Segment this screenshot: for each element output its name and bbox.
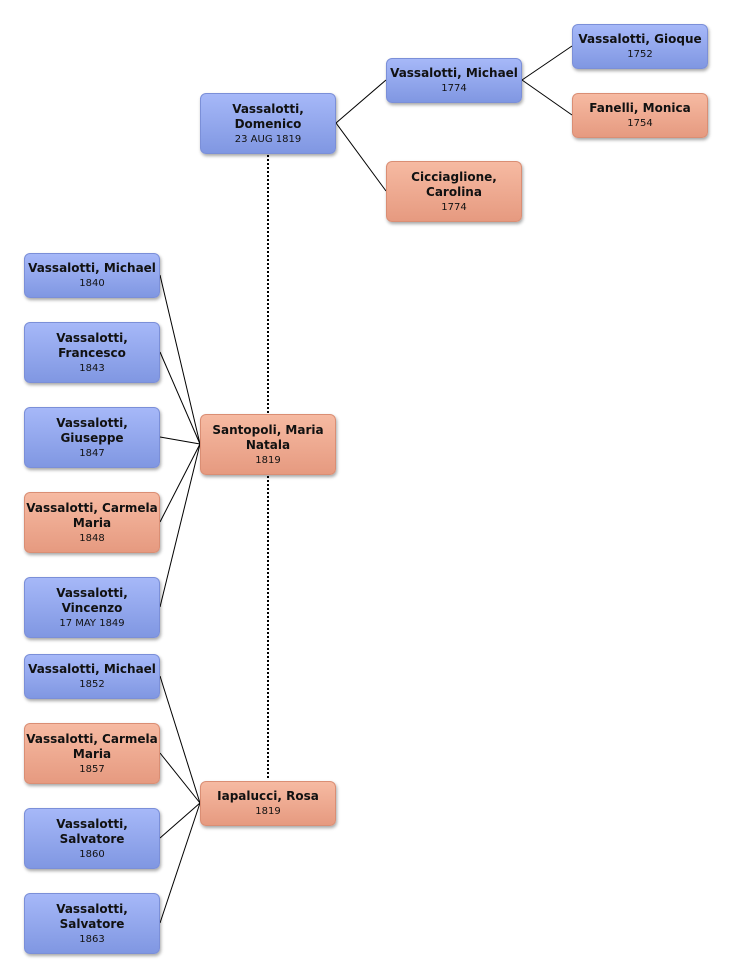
person-card-gioque[interactable]: Vassalotti, Gioque 1752 <box>572 24 708 69</box>
person-name: Vassalotti, Vincenzo <box>56 585 128 615</box>
person-date: 1843 <box>79 362 105 374</box>
person-name: Vassalotti, Salvatore <box>56 816 128 846</box>
person-date: 1752 <box>627 49 653 60</box>
person-card-giuseppe[interactable]: Vassalotti, Giuseppe 1847 <box>24 407 160 468</box>
person-date: 1848 <box>79 532 105 544</box>
person-name: Cicciaglione, Carolina <box>411 169 497 199</box>
person-name: Vassalotti, Michael <box>28 662 156 676</box>
person-name: Vassalotti, Gioque <box>578 32 702 46</box>
connector-child-michael-1840 <box>159 274 201 445</box>
person-date: 1863 <box>79 933 105 945</box>
person-card-francesco[interactable]: Vassalotti, Francesco 1843 <box>24 322 160 383</box>
person-date: 1819 <box>255 454 281 466</box>
person-name: Vassalotti, Giuseppe <box>56 415 128 445</box>
person-date: 1852 <box>79 679 105 690</box>
person-date: 1774 <box>441 83 467 94</box>
person-card-michael-1840[interactable]: Vassalotti, Michael 1840 <box>24 253 160 298</box>
person-card-carmela-1848[interactable]: Vassalotti, Carmela Maria 1848 <box>24 492 160 553</box>
person-date: 1860 <box>79 848 105 860</box>
person-date: 1847 <box>79 447 105 459</box>
person-date: 1840 <box>79 278 105 289</box>
connector-michael-mother <box>521 79 573 116</box>
connector-child-francesco <box>159 351 201 445</box>
person-card-maria-natala[interactable]: Santopoli, Maria Natala 1819 <box>200 414 336 475</box>
connector-child-carmela-1857 <box>159 752 201 804</box>
person-card-rosa[interactable]: Iapalucci, Rosa 1819 <box>200 781 336 826</box>
person-card-carolina[interactable]: Cicciaglione, Carolina 1774 <box>386 161 522 222</box>
person-name: Vassalotti, Carmela Maria <box>26 731 158 761</box>
connector-child-vincenzo <box>159 443 201 608</box>
person-card-monica[interactable]: Fanelli, Monica 1754 <box>572 93 708 138</box>
person-card-salvatore-1860[interactable]: Vassalotti, Salvatore 1860 <box>24 808 160 869</box>
person-card-michael-1774[interactable]: Vassalotti, Michael 1774 <box>386 58 522 103</box>
person-card-carmela-1857[interactable]: Vassalotti, Carmela Maria 1857 <box>24 723 160 784</box>
person-date: 1754 <box>627 118 653 129</box>
person-date: 1857 <box>79 763 105 775</box>
person-date: 23 AUG 1819 <box>234 133 302 145</box>
person-name: Iapalucci, Rosa <box>217 789 319 803</box>
person-name: Vassalotti, Domenico <box>232 101 304 131</box>
person-name: Vassalotti, Francesco <box>56 330 128 360</box>
person-name: Fanelli, Monica <box>589 101 691 115</box>
person-name: Santopoli, Maria Natala <box>212 422 324 452</box>
connector-child-michael-1852 <box>159 675 201 804</box>
connector-child-carmela-1848 <box>159 443 201 523</box>
person-date: 1819 <box>255 806 281 817</box>
connector-domenico-father <box>335 79 387 124</box>
person-name: Vassalotti, Carmela Maria <box>26 500 158 530</box>
connector-child-salvatore-1863 <box>159 802 201 924</box>
person-date: 1774 <box>441 201 467 213</box>
person-card-vincenzo[interactable]: Vassalotti, Vincenzo 17 MAY 1849 <box>24 577 160 638</box>
connector-child-giuseppe <box>159 436 201 445</box>
connector-michael-father <box>521 45 573 81</box>
person-name: Vassalotti, Michael <box>390 66 518 80</box>
person-name: Vassalotti, Salvatore <box>56 901 128 931</box>
person-date: 17 MAY 1849 <box>59 617 125 629</box>
person-name: Vassalotti, Michael <box>28 261 156 275</box>
connector-domenico-mother <box>335 122 387 192</box>
connector-child-salvatore-1860 <box>159 802 201 839</box>
person-card-domenico[interactable]: Vassalotti, Domenico 23 AUG 1819 <box>200 93 336 154</box>
person-card-salvatore-1863[interactable]: Vassalotti, Salvatore 1863 <box>24 893 160 954</box>
person-card-michael-1852[interactable]: Vassalotti, Michael 1852 <box>24 654 160 699</box>
